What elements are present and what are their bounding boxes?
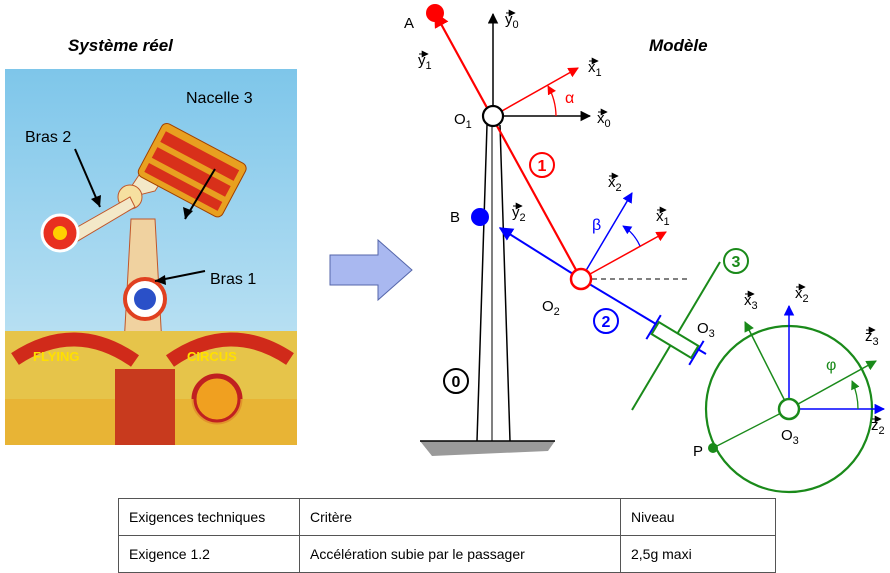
solid-2-badge (593, 308, 619, 334)
ride-photo: FLYING CIRCUS Nacelle 3 Bras 2 Bras 1 (5, 69, 297, 445)
transition-arrow (329, 238, 413, 302)
point-p (708, 443, 718, 453)
point-a (426, 4, 444, 22)
axis-x1-mid-arrow (580, 231, 667, 280)
svg-text:x1: x1 (656, 208, 670, 228)
svg-text:x1: x1 (588, 59, 602, 79)
solid-1-label: 1 (538, 158, 547, 175)
solid-2-label: 2 (602, 314, 611, 331)
joint-o1 (481, 104, 505, 128)
svg-text:y2: y2 (512, 204, 526, 224)
table-cell: Exigence 1.2 (118, 535, 300, 573)
label-alpha: α (565, 90, 574, 107)
svg-text:x2: x2 (608, 174, 622, 194)
label-x2-mid: x2 (608, 172, 622, 194)
point-b (471, 208, 489, 226)
table-header-cell: Critère (299, 498, 621, 536)
solid-0-badge (443, 368, 469, 394)
label-point-p: P (693, 443, 703, 460)
table-row: Exigence 1.2 Accélération subie par le p… (118, 535, 776, 573)
label-z2: z2 (871, 415, 885, 437)
axis-x3-arrow (744, 321, 790, 410)
svg-text:y1: y1 (418, 52, 432, 72)
title-real-system: Système réel (68, 36, 173, 55)
label-z3: z3 (865, 326, 879, 348)
joint-o2 (569, 267, 593, 291)
label-x2-disc: x2 (795, 283, 809, 305)
svg-text:z3: z3 (865, 328, 879, 348)
svg-text:x2: x2 (795, 285, 809, 305)
label-bras1: Bras 1 (210, 271, 256, 288)
arm-solid-1 (434, 11, 582, 280)
tower-solid-0 (476, 124, 511, 442)
svg-text:z2: z2 (871, 417, 885, 437)
table-header-row: Exigences techniques Critère Niveau (118, 498, 776, 536)
table-header-cell: Exigences techniques (118, 498, 300, 536)
joint-o3-disc (777, 397, 801, 421)
label-point-a: A (404, 15, 414, 32)
label-x0: x0 (597, 108, 611, 130)
label-nacelle: Nacelle 3 (186, 90, 253, 107)
kinematic-model-diagram: 0 1 2 3 A B P O1 O2 O3 O3 y0 y1 x1 x0 x2… (329, 4, 886, 494)
label-bras2: Bras 2 (25, 129, 71, 146)
ground-hatch (420, 441, 555, 456)
title-model: Modèle (649, 36, 708, 55)
label-x3: x3 (744, 290, 758, 312)
table-cell: Accélération subie par le passager (299, 535, 621, 573)
label-beta: β (592, 217, 601, 234)
alpha-arc (547, 85, 557, 117)
label-y2: y2 (512, 202, 526, 224)
axis-z3-arrow (788, 360, 877, 410)
axis-y2-arrow (498, 227, 582, 280)
axis-x2-mid-arrow (580, 192, 633, 280)
solid-3-badge (723, 248, 749, 274)
svg-text:x0: x0 (597, 110, 611, 130)
label-point-b: B (450, 209, 460, 226)
radius-to-p (712, 408, 790, 449)
svg-text:y0: y0 (505, 11, 519, 31)
label-o1: O1 (454, 111, 472, 131)
label-y1: y1 (418, 50, 432, 72)
label-y0: y0 (505, 9, 519, 31)
svg-text:x3: x3 (744, 292, 758, 312)
sign-right-text: CIRCUS (187, 349, 237, 364)
solid-3-label: 3 (732, 254, 741, 271)
solid-1-badge (529, 152, 555, 178)
sign-left-text: FLYING (33, 349, 79, 364)
bearing-o3 (645, 314, 705, 366)
label-phi: φ (826, 357, 836, 374)
label-x1-top: x1 (588, 57, 602, 79)
axis-x1-top-arrow (492, 67, 579, 117)
label-o3-arm: O3 (697, 320, 715, 340)
label-o3-disc: O3 (781, 427, 799, 447)
requirements-table: Exigences techniques Critère Niveau Exig… (118, 498, 776, 573)
table-cell: 2,5g maxi (620, 535, 776, 573)
label-x1-mid: x1 (656, 206, 670, 228)
solid-0-label: 0 (452, 374, 461, 391)
beta-arc (622, 225, 641, 247)
table-header-cell: Niveau (620, 498, 776, 536)
phi-arc (851, 380, 860, 410)
label-o2: O2 (542, 298, 560, 318)
